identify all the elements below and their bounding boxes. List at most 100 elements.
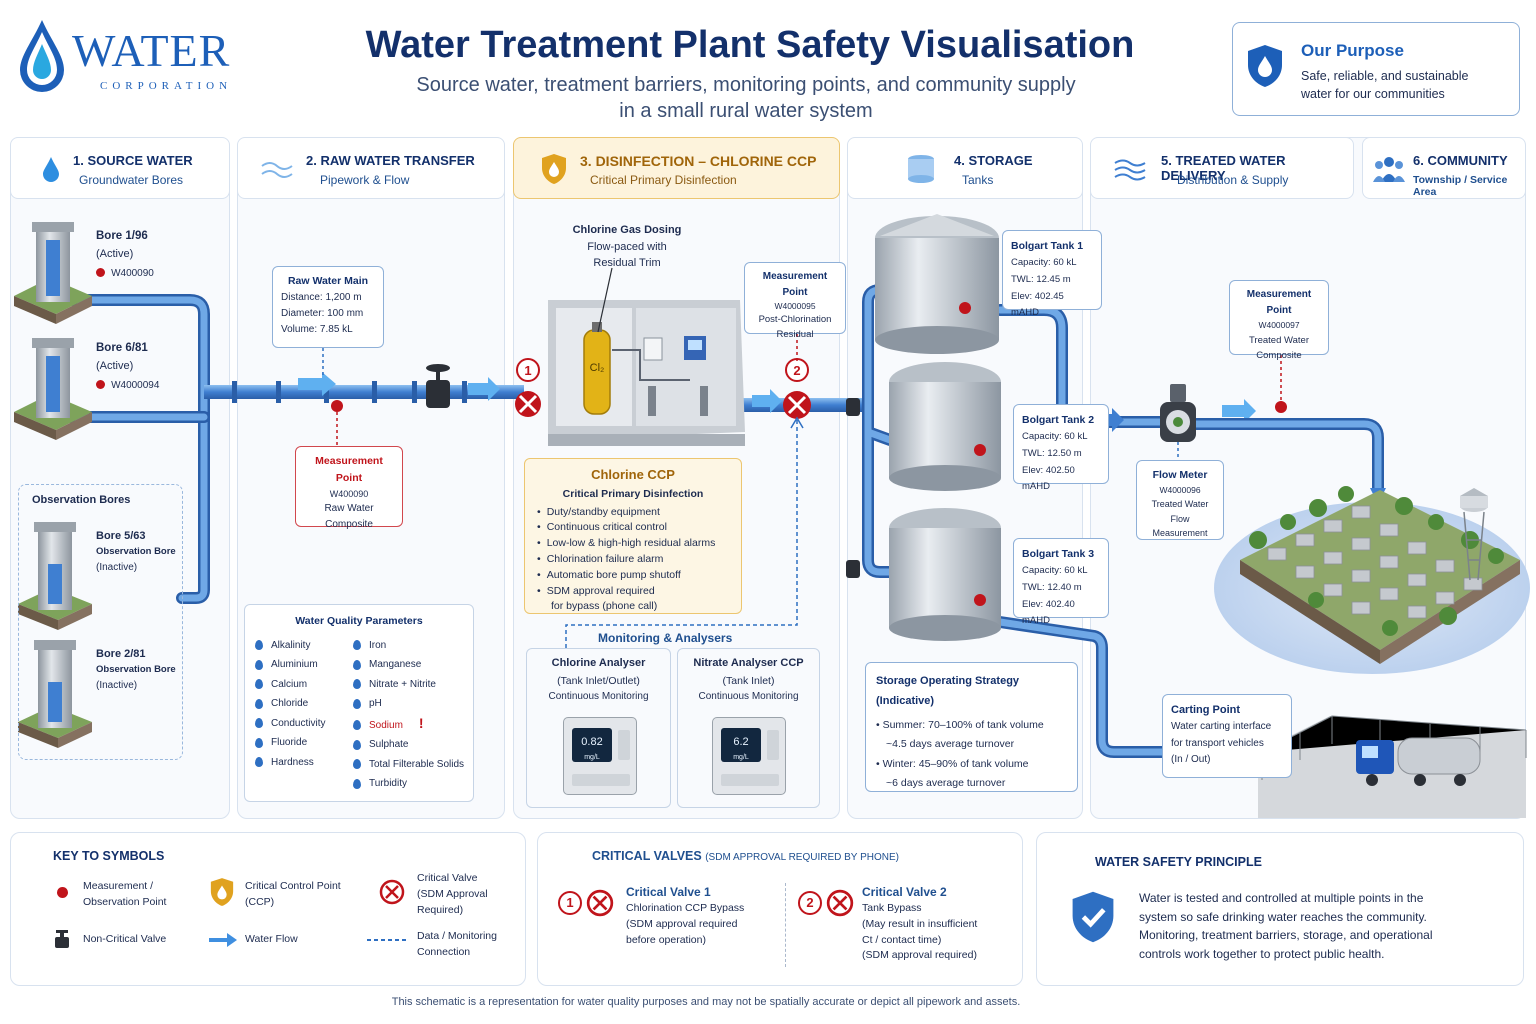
wq-parameter: Turbidity xyxy=(353,774,463,794)
dosing-title: Chlorine Gas Dosing xyxy=(556,222,698,239)
water-drop-icon xyxy=(255,679,263,689)
valve-text: Tank Bypass xyxy=(862,901,977,917)
key-data: Data / MonitoringConnection xyxy=(417,929,497,961)
bore-name: Bore 1/96 xyxy=(96,228,154,246)
analyser-reading: 0.82 xyxy=(572,734,612,752)
bore-1-label: Bore 1/96 (Active) W400090 xyxy=(96,228,154,282)
bore-status: (Inactive) xyxy=(96,560,176,576)
bore-2-wellhead xyxy=(14,338,92,440)
measurement-desc: Residual xyxy=(753,328,837,343)
principle-line: system so safe drinking water reaches th… xyxy=(1139,908,1433,927)
footer-note: This schematic is a representation for w… xyxy=(200,996,1212,1008)
ccp-item: Automatic bore pump shutoff xyxy=(537,568,729,584)
analyser-sub: (Tank Inlet/Outlet) xyxy=(535,673,662,690)
wq-parameter-label: Alkalinity xyxy=(271,640,310,651)
wq-parameter: Calcium xyxy=(255,675,353,695)
wq-parameter: Nitrate + Nitrite xyxy=(353,675,463,695)
card-title: Measurement Point xyxy=(1238,287,1320,319)
valve-2-number: 2 xyxy=(798,891,822,915)
non-critical-valve xyxy=(426,364,450,408)
bore-status: (Inactive) xyxy=(96,678,176,694)
raw-water-main-card: Raw Water Main Distance: 1,200 m Diamete… xyxy=(272,266,384,348)
wq-parameter: Total Filterable Solids xyxy=(353,755,463,775)
raw-main-diameter: Diameter: 100 mm xyxy=(281,306,375,322)
card-title: Water Quality Parameters xyxy=(255,613,463,630)
wq-parameter: Sulphate xyxy=(353,735,463,755)
water-drop-icon xyxy=(353,640,361,650)
ccp-item: Duty/standby equipment xyxy=(537,505,729,521)
valve-text: Chlorination CCP Bypass xyxy=(626,901,744,917)
analyser-mode: Continuous Monitoring xyxy=(535,689,662,705)
chlorine-analyser-card: Chlorine Analyser (Tank Inlet/Outlet) Co… xyxy=(526,648,671,808)
key-text: Measurement / xyxy=(83,879,166,895)
wq-parameter-label: Total Filterable Solids xyxy=(369,759,464,770)
principle-line: Monitoring, treatment barriers, storage,… xyxy=(1139,926,1433,945)
critical-valve-icon xyxy=(586,889,614,917)
key-text: Connection xyxy=(417,945,497,961)
water-drop-icon xyxy=(353,679,361,689)
water-drop-icon xyxy=(255,718,263,728)
tank-capacity: Capacity: 60 kL xyxy=(1022,563,1100,580)
tank-elev: Elev: 402.40 mAHD xyxy=(1022,597,1100,630)
card-title: Flow Meter xyxy=(1145,467,1215,484)
key-critical-valve: Critical Valve(SDM ApprovalRequired) xyxy=(417,871,488,918)
tank-elev: Elev: 402.50 mAHD xyxy=(1022,463,1100,496)
key-panel: KEY TO SYMBOLS Measurement /Observation … xyxy=(10,832,526,986)
wq-parameter-label: Calcium xyxy=(271,679,307,690)
carting-desc: for transport vehicles xyxy=(1171,736,1283,753)
wq-parameter-label: Turbidity xyxy=(369,778,407,789)
non-critical-valve-icon xyxy=(53,929,71,949)
wq-parameter: Chloride xyxy=(255,694,353,714)
alert-icon: ! xyxy=(419,715,424,731)
wq-parameter: Manganese xyxy=(353,655,463,675)
svg-text:1: 1 xyxy=(524,363,531,378)
measurement-desc: Post-Chlorination xyxy=(753,313,837,328)
valve-text: (May result in insufficient xyxy=(862,917,977,933)
valve-number: 1 xyxy=(566,895,573,910)
principle-text: Water is tested and controlled at multip… xyxy=(1139,889,1433,963)
analyser-unit: mg/L xyxy=(721,752,761,763)
wq-parameter-label: Iron xyxy=(369,640,386,651)
tank-2-card: Bolgart Tank 2 Capacity: 60 kL TWL: 12.5… xyxy=(1013,404,1109,484)
measurement-point-raw xyxy=(331,400,343,412)
ccp-shield-icon xyxy=(209,877,235,907)
card-title: Carting Point xyxy=(1171,701,1283,719)
non-critical-valve xyxy=(846,398,860,578)
key-text: Required) xyxy=(417,903,488,919)
critical-valve-icon xyxy=(379,879,405,905)
ccp-item: Continuous critical control xyxy=(537,520,729,536)
valve-text: Ct / contact time) xyxy=(862,933,977,949)
strategy-item: Winter: 45–90% of tank volume xyxy=(883,758,1029,770)
analyser-title: Nitrate Analyser CCP xyxy=(686,655,811,673)
water-drop-icon xyxy=(353,660,361,670)
carting-point-depot xyxy=(1258,716,1526,818)
wq-parameter-label: Sodium xyxy=(369,720,403,731)
monitoring-title: Monitoring & Analysers xyxy=(598,631,732,645)
valve-text: (SDM approval required) xyxy=(862,948,977,964)
storage-tank-3 xyxy=(889,508,1001,641)
key-text: Critical Control Point xyxy=(245,879,341,895)
key-text: (SDM Approval xyxy=(417,887,488,903)
key-ccp: Critical Control Point(CCP) xyxy=(245,879,341,911)
valve-text: before operation) xyxy=(626,933,744,949)
critical-valve-2: 2 xyxy=(783,359,811,419)
ccp-list: Duty/standby equipmentContinuous critica… xyxy=(537,505,729,600)
strategy-title: Storage Operating Strategy (Indicative) xyxy=(876,671,1067,712)
card-title: Measurement Point xyxy=(753,269,837,300)
water-drop-icon xyxy=(353,740,361,750)
wq-parameter: pH xyxy=(353,694,463,714)
ccp-item: Low-low & high-high residual alarms xyxy=(537,536,729,552)
strategy-item: Summer: 70–100% of tank volume xyxy=(883,719,1044,731)
wq-parameter-label: Fluoride xyxy=(271,737,307,748)
raw-main-distance: Distance: 1,200 m xyxy=(281,290,375,306)
tank-name: Bolgart Tank 2 xyxy=(1022,411,1100,429)
analyser-mode: Continuous Monitoring xyxy=(686,689,811,705)
bore-name: Bore 2/81 xyxy=(96,646,176,663)
valve-title: Critical Valve 2 xyxy=(862,883,977,901)
data-connection-icon xyxy=(367,938,407,942)
key-measurement: Measurement /Observation Point xyxy=(83,879,166,911)
bore-status: (Active) xyxy=(96,246,154,263)
analyser-reading: 6.2 xyxy=(721,734,761,752)
